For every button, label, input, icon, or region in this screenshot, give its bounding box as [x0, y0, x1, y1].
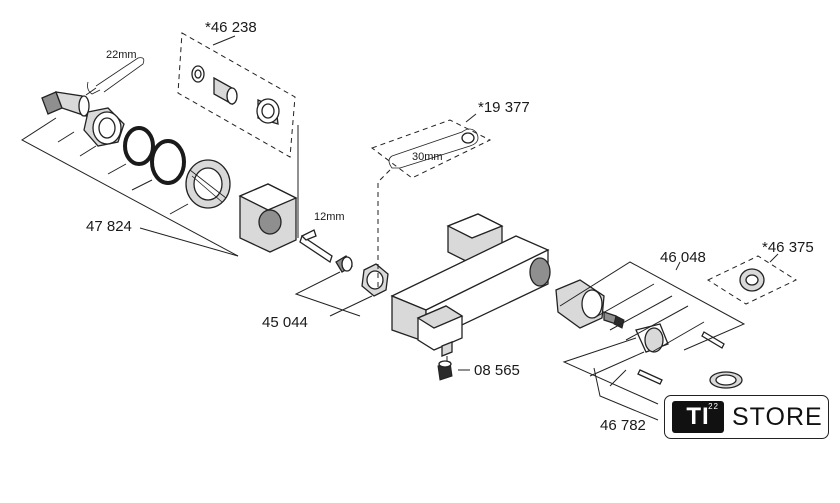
- label-46048: 46 048: [660, 249, 706, 266]
- cap-46375-group: *46 375: [706, 239, 814, 305]
- label-46375: *46 375: [762, 239, 814, 256]
- logo-word: STORE: [732, 402, 823, 431]
- handle-46782-group: 46 782: [562, 337, 743, 434]
- nut-45044-group: 45 044: [262, 255, 389, 331]
- label-47824: 47 824: [86, 218, 132, 235]
- wrench-19377-group: 30mm *19 377: [370, 99, 530, 290]
- ti-store-logo: TI 22 STORE: [664, 395, 829, 439]
- hex-key-12mm: 12mm: [297, 125, 345, 264]
- wrench-30-label: 30mm: [412, 151, 443, 163]
- logo-superscript: 22: [708, 402, 719, 411]
- seal-kit-46238-group: *46 238: [177, 19, 296, 158]
- logo-mark-text: TI: [686, 403, 710, 430]
- mixer-body: [390, 213, 551, 364]
- label-46238: *46 238: [205, 19, 257, 36]
- aerator-08565: 08 565: [437, 360, 520, 381]
- label-19377: *19 377: [478, 99, 530, 116]
- hex-key-12-label: 12mm: [314, 211, 345, 223]
- thermostat-cartridge-46048-group: 46 048: [555, 249, 746, 385]
- cartridge-47824-group: 22mm 47 824: [21, 49, 239, 257]
- wrench-22-label: 22mm: [106, 49, 137, 61]
- label-46782: 46 782: [600, 417, 646, 434]
- label-08565: 08 565: [474, 362, 520, 379]
- label-45044: 45 044: [262, 314, 308, 331]
- ti-logo-mark: TI 22: [672, 401, 724, 433]
- square-escutcheon: [238, 183, 298, 253]
